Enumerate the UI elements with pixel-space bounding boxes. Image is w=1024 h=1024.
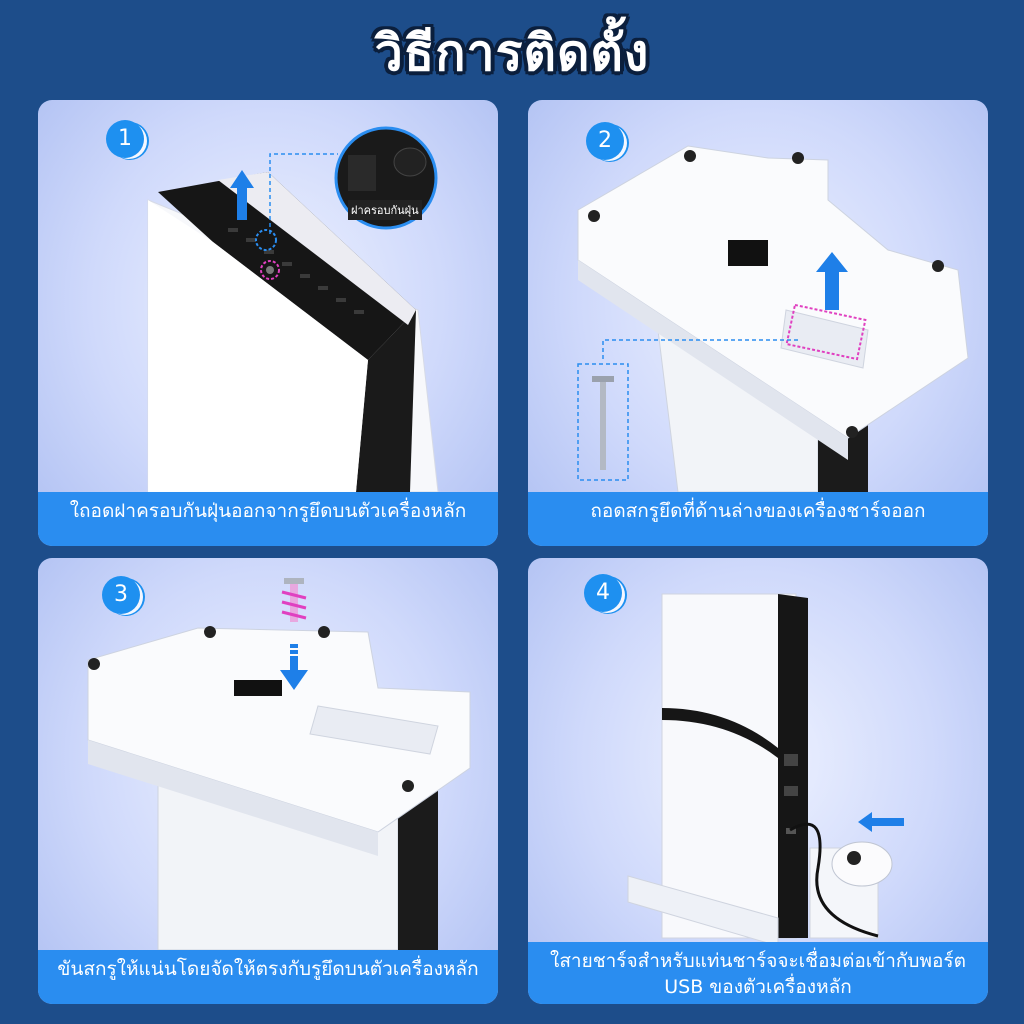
- page-title: วิธีการติดตั้ง: [374, 24, 650, 82]
- step-4-badge: 4: [584, 574, 622, 612]
- step-4-caption: ใสายชาร์จสำหรับแท่นชาร์จจะเชื่อมต่อเข้าก…: [528, 942, 988, 1004]
- step-2-panel: 2 ถอดสกรูยึดที่ด้านล่างของเครื่องชาร์จออ…: [528, 100, 988, 546]
- step-3-illustration: [87, 578, 471, 951]
- step-4-panel: 4 ใสายชาร์จสำหรับแท่นชาร์จจะเชื่อมต่อเข้…: [528, 558, 988, 1004]
- step-2-badge: 2: [586, 122, 624, 160]
- step-3-panel: 3 ขันสกรูให้แน่นโดยจัดให้ตรงกับรูยึดบนตั…: [38, 558, 498, 1004]
- step-1-panel: 1 ฝาครอบกันฝุ่น ใถอดฝาครอบกันฝุ่นออกจากร…: [38, 100, 498, 546]
- step-1-illustration: [147, 126, 439, 493]
- step-3-badge: 3: [102, 576, 140, 614]
- step-4-illustration: [627, 593, 904, 947]
- step-1-caption: ใถอดฝาครอบกันฝุ่นออกจากรูยึดบนตัวเครื่อง…: [38, 492, 498, 546]
- step-2-caption: ถอดสกรูยึดที่ด้านล่างของเครื่องชาร์จออก: [528, 492, 988, 546]
- step-3-caption: ขันสกรูให้แน่นโดยจัดให้ตรงกับรูยึดบนตัวเ…: [38, 950, 498, 1004]
- step-2-illustration: [577, 145, 969, 493]
- step-1-badge: 1: [106, 120, 144, 158]
- dust-cover-callout: ฝาครอบกันฝุ่น: [348, 200, 422, 220]
